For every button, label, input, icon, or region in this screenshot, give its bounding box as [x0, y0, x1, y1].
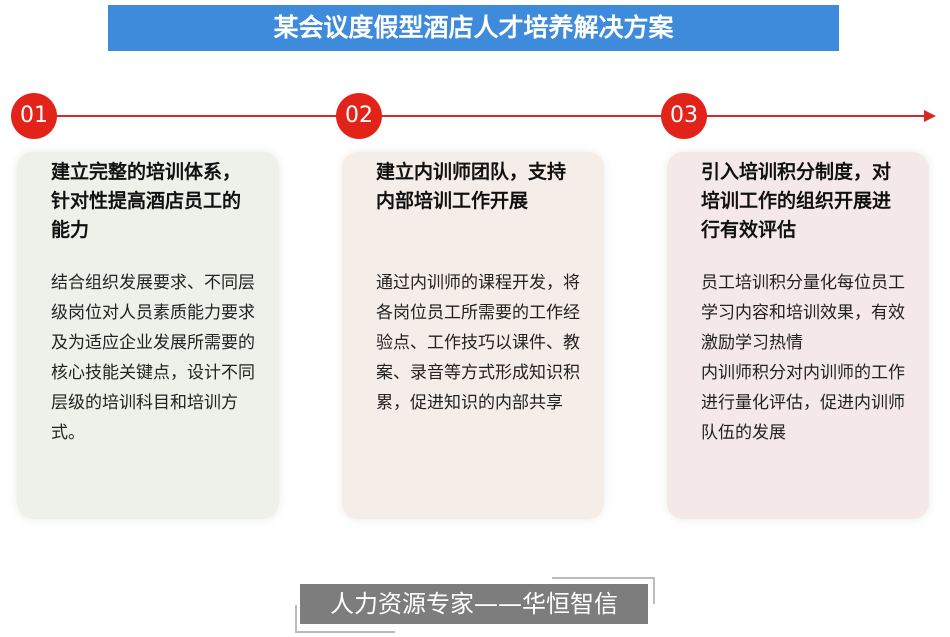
step-number: 01	[11, 93, 57, 139]
step-heading: 引入培训积分制度，对培训工作的组织开展进行有效评估	[701, 161, 892, 241]
footer-frame-line	[295, 631, 395, 633]
step-card-2: 建立内训师团队，支持内部培训工作开展 通过内训师的课程开发，将各岗位员工所需要的…	[342, 152, 604, 519]
step-body: 结合组织发展要求、不同层级岗位对人员素质能力要求及为适应企业发展所需要的核心技能…	[51, 273, 255, 443]
footer-frame-line	[552, 577, 655, 579]
step-card-3: 引入培训积分制度，对培训工作的组织开展进行有效评估 员工培训积分量化每位员工学习…	[667, 152, 929, 519]
timeline-arrow-icon	[924, 110, 936, 122]
step-card-1: 建立完整的培训体系，针对性提高酒店员工的能力 结合组织发展要求、不同层级岗位对人…	[17, 152, 279, 519]
step-heading: 建立内训师团队，支持内部培训工作开展	[376, 161, 567, 212]
footer-frame-line	[653, 577, 655, 604]
step-number: 02	[336, 93, 382, 139]
step-body: 员工培训积分量化每位员工学习内容和培训效果，有效激励学习热情 内训师积分对内训师…	[701, 273, 905, 443]
step-heading: 建立完整的培训体系，针对性提高酒店员工的能力	[51, 161, 242, 241]
page-title: 某会议度假型酒店人才培养解决方案	[108, 5, 839, 51]
step-number: 03	[661, 93, 707, 139]
step-body: 通过内训师的课程开发，将各岗位员工所需要的工作经验点、工作技巧以课件、教案、录音…	[376, 273, 580, 413]
footer-frame-line	[295, 605, 297, 633]
footer-brand: 人力资源专家——华恒智信	[300, 584, 648, 624]
timeline-line	[35, 115, 928, 117]
